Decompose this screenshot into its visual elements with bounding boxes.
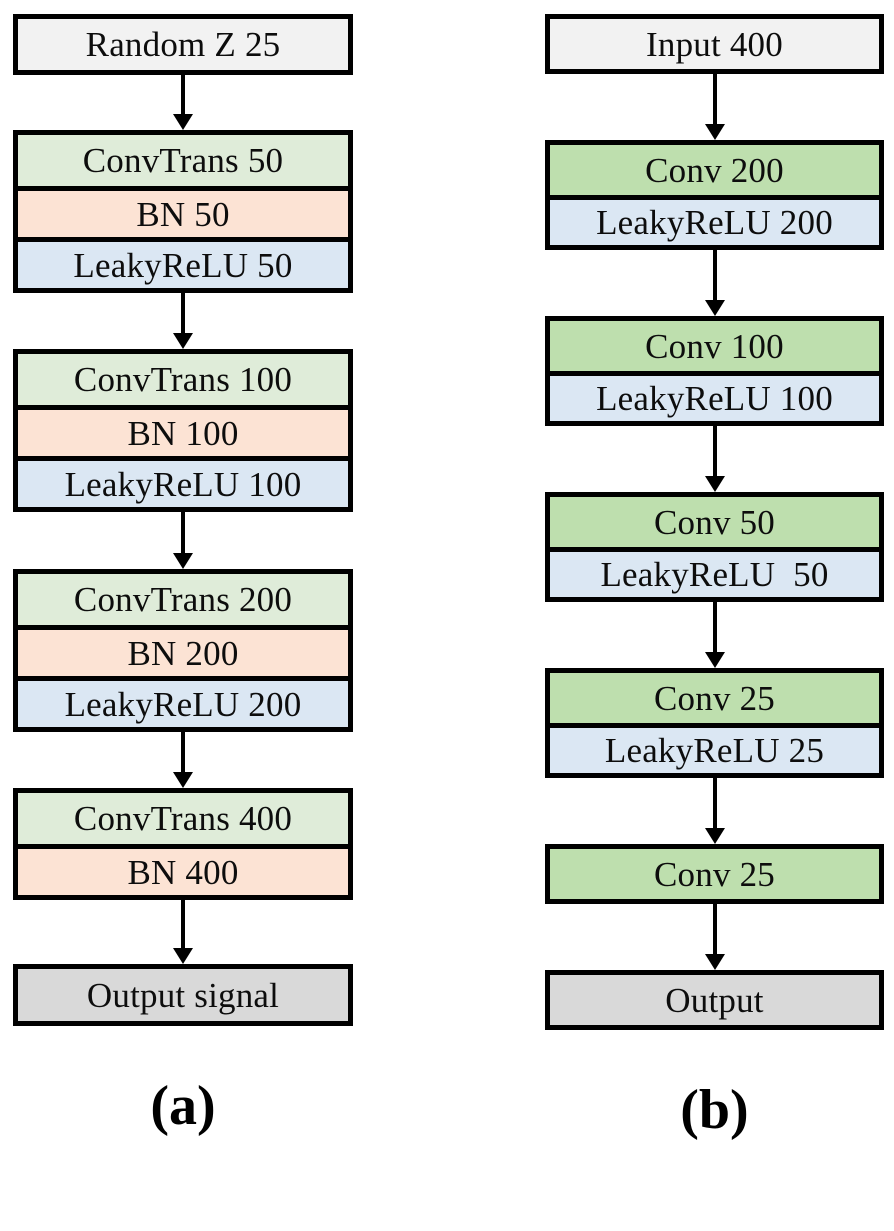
- flow-arrow: [13, 732, 353, 788]
- block-row-leakyrelu-25: LeakyReLU 25: [550, 723, 879, 773]
- block-row-leakyrelu-50: LeakyReLU 50: [550, 547, 879, 597]
- flow-arrow: [545, 250, 884, 316]
- block-row-bn-100: BN 100: [18, 405, 348, 456]
- convtrans-100-block: ConvTrans 100 BN 100 LeakyReLU 100: [13, 349, 353, 512]
- flow-arrow: [545, 904, 884, 970]
- block-row-conv-50: Conv 50: [550, 497, 879, 547]
- block-row-bn-400: BN 400: [18, 844, 348, 895]
- arrow-head: [173, 772, 193, 788]
- block-row-conv-100: Conv 100: [550, 321, 879, 371]
- block-row-leakyrelu-200: LeakyReLU 200: [550, 195, 879, 245]
- convtrans-50-block: ConvTrans 50 BN 50 LeakyReLU 50: [13, 130, 353, 293]
- convtrans-200-block: ConvTrans 200 BN 200 LeakyReLU 200: [13, 569, 353, 732]
- subfigure-caption-b: (b): [680, 1079, 749, 1141]
- arrow-shaft: [712, 602, 717, 652]
- block-row-convtrans-400: ConvTrans 400: [18, 793, 348, 844]
- flow-arrow: [13, 512, 353, 569]
- output-block: Output signal: [13, 964, 353, 1026]
- conv-50-block: Conv 50 LeakyReLU 50: [545, 492, 884, 602]
- block-row-input-400: Input 400: [550, 19, 879, 69]
- block-row-leakyrelu-50: LeakyReLU 50: [18, 237, 348, 288]
- output-block: Output: [545, 970, 884, 1030]
- conv-100-block: Conv 100 LeakyReLU 100: [545, 316, 884, 426]
- arrow-head: [173, 114, 193, 130]
- block-row-conv-200: Conv 200: [550, 145, 879, 195]
- block-row-conv-25-final: Conv 25: [550, 849, 879, 899]
- block-row-convtrans-100: ConvTrans 100: [18, 354, 348, 405]
- flow-arrow: [545, 602, 884, 668]
- arrow-shaft: [181, 900, 185, 948]
- arrow-shaft: [712, 904, 717, 954]
- block-row-leakyrelu-100: LeakyReLU 100: [18, 456, 348, 507]
- conv-200-block: Conv 200 LeakyReLU 200: [545, 140, 884, 250]
- input-block: Random Z 25: [13, 14, 353, 75]
- flow-arrow: [545, 778, 884, 844]
- arrow-head: [704, 476, 725, 492]
- arrow-shaft: [181, 293, 185, 333]
- arrow-shaft: [712, 778, 717, 828]
- arrow-shaft: [712, 250, 717, 300]
- flow-arrow: [13, 293, 353, 349]
- convtrans-400-block: ConvTrans 400 BN 400: [13, 788, 353, 900]
- subfigure-caption-a: (a): [150, 1075, 216, 1137]
- block-row-leakyrelu-200: LeakyReLU 200: [18, 676, 348, 727]
- flow-arrow: [13, 900, 353, 964]
- arrow-head: [704, 954, 725, 970]
- block-row-bn-200: BN 200: [18, 625, 348, 676]
- block-row-convtrans-200: ConvTrans 200: [18, 574, 348, 625]
- arrow-head: [704, 124, 725, 140]
- flow-arrow: [13, 75, 353, 130]
- block-row-convtrans-50: ConvTrans 50: [18, 135, 348, 186]
- input-block: Input 400: [545, 14, 884, 74]
- block-row-random-z-25: Random Z 25: [18, 19, 348, 70]
- arrow-head: [173, 333, 193, 349]
- block-row-conv-25: Conv 25: [550, 673, 879, 723]
- arrow-shaft: [712, 74, 717, 124]
- flow-arrow: [545, 426, 884, 492]
- arrow-head: [704, 652, 725, 668]
- arrow-shaft: [712, 426, 717, 476]
- arrow-head: [173, 553, 193, 569]
- conv-25-block: Conv 25 LeakyReLU 25: [545, 668, 884, 778]
- conv-25-final-block: Conv 25: [545, 844, 884, 904]
- block-row-output: Output: [550, 975, 879, 1025]
- arrow-head: [173, 948, 193, 964]
- arrow-shaft: [181, 732, 185, 772]
- block-row-bn-50: BN 50: [18, 186, 348, 237]
- block-row-leakyrelu-100: LeakyReLU 100: [550, 371, 879, 421]
- generator-architecture-column: Random Z 25 ConvTrans 50 BN 50 LeakyReLU…: [13, 14, 353, 1134]
- flow-arrow: [545, 74, 884, 140]
- arrow-shaft: [181, 75, 185, 114]
- block-row-output-signal: Output signal: [18, 969, 348, 1021]
- arrow-head: [704, 300, 725, 316]
- arrow-shaft: [181, 512, 185, 553]
- arrow-head: [704, 828, 725, 844]
- discriminator-architecture-column: Input 400 Conv 200 LeakyReLU 200 Conv 10…: [545, 14, 884, 1138]
